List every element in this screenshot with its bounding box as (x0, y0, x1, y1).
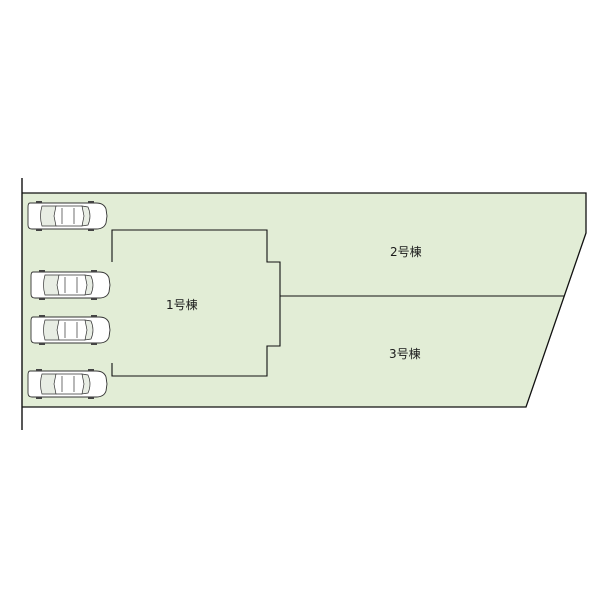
car-top-view-icon (30, 269, 111, 301)
car-top-view-icon (27, 200, 108, 232)
site-area (22, 193, 586, 407)
site-boundary (22, 192, 587, 408)
lot-2-label: 2号棟 (390, 244, 422, 259)
lot-3-label: 3号棟 (389, 346, 421, 361)
lot-1-label: 1号棟 (166, 297, 198, 312)
lot-1-outline (111, 229, 281, 377)
car-top-view-icon (27, 368, 108, 400)
car-top-view-icon (30, 314, 111, 346)
